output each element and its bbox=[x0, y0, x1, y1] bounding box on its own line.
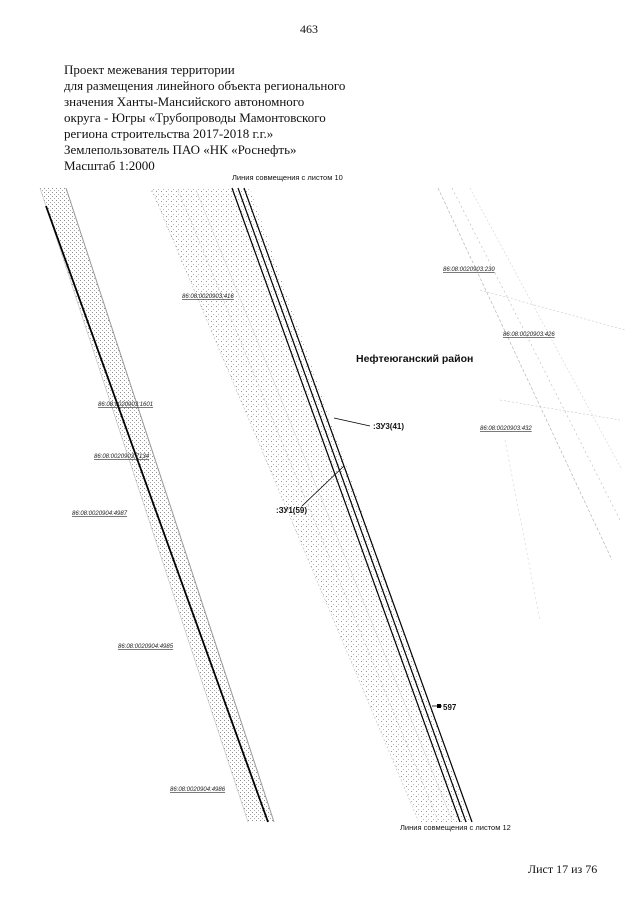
plot-label-zu3: :ЗУ3(41) bbox=[373, 422, 404, 431]
right-parcel-line bbox=[504, 439, 541, 621]
left-zone-edge bbox=[39, 187, 249, 823]
title-line: значения Ханты-Мансийского автономного bbox=[64, 94, 305, 109]
corridor-faint-line bbox=[177, 189, 439, 821]
zu3-leader bbox=[333, 417, 371, 427]
point-597-marker bbox=[437, 704, 441, 708]
corridor-faint-line bbox=[151, 189, 419, 821]
page-number: 463 bbox=[300, 22, 318, 36]
match-line-bottom-label: Линия совмещения с листом 12 bbox=[400, 823, 511, 832]
corridor-faint-line bbox=[195, 189, 453, 821]
point-label-597: 597 bbox=[443, 703, 457, 712]
left-hatched-zone bbox=[40, 188, 274, 822]
plot-label-zu1: :ЗУ1(59) bbox=[276, 506, 307, 515]
cadastral-number-label: 86:08:0020903:230 bbox=[443, 267, 495, 273]
cadastral-number-label: 86:08:0020903:432 bbox=[480, 426, 532, 432]
left-boundary-line bbox=[45, 205, 269, 823]
pipeline-line bbox=[243, 187, 473, 823]
cadastral-number-label: 86:08:0020904:4987 bbox=[72, 511, 128, 517]
right-parcel-line bbox=[499, 399, 621, 421]
right-parcel-line bbox=[437, 187, 613, 561]
pipeline-line bbox=[237, 187, 467, 823]
match-line-top-label: Линия совмещения с листом 10 bbox=[232, 173, 343, 182]
pipeline-line bbox=[231, 187, 461, 823]
cadastral-number-label: 86:08:0020903:416 bbox=[182, 294, 234, 300]
zu1-leader bbox=[301, 465, 345, 507]
title-line: для размещения линейного объекта региона… bbox=[64, 78, 346, 93]
sheet-counter: Лист 17 из 76 bbox=[528, 862, 598, 876]
title-line: Проект межевания территории bbox=[64, 62, 235, 77]
district-label: Нефтеюганский район bbox=[356, 353, 473, 365]
cadastral-number-label: 86:08:0020903:1601 bbox=[98, 402, 153, 408]
right-parcel-line bbox=[451, 187, 621, 521]
scale-line: Масштаб 1:2000 bbox=[64, 158, 155, 173]
cadastral-number-label: 86:08:0020904:4986 bbox=[170, 787, 226, 793]
cadastral-number-label: 86:08:0020903:426 bbox=[503, 332, 555, 338]
title-block: Проект межевания территории для размещен… bbox=[64, 62, 345, 174]
title-line: региона строительства 2017-2018 г.г.» bbox=[64, 126, 274, 141]
corridor-stipple bbox=[150, 188, 470, 822]
left-zone-edge bbox=[65, 187, 275, 823]
right-parcel-line bbox=[469, 187, 623, 471]
cadastral-number-label: 86:08:0020904:4985 bbox=[118, 644, 174, 650]
title-line: округа - Югры «Трубопроводы Мамонтовског… bbox=[64, 110, 326, 125]
cadastral-number-label: 86:08:0020903:7134 bbox=[94, 454, 150, 460]
right-parcel-line bbox=[479, 289, 626, 331]
land-user-line: Землепользователь ПАО «НК «Роснефть» bbox=[64, 142, 297, 157]
